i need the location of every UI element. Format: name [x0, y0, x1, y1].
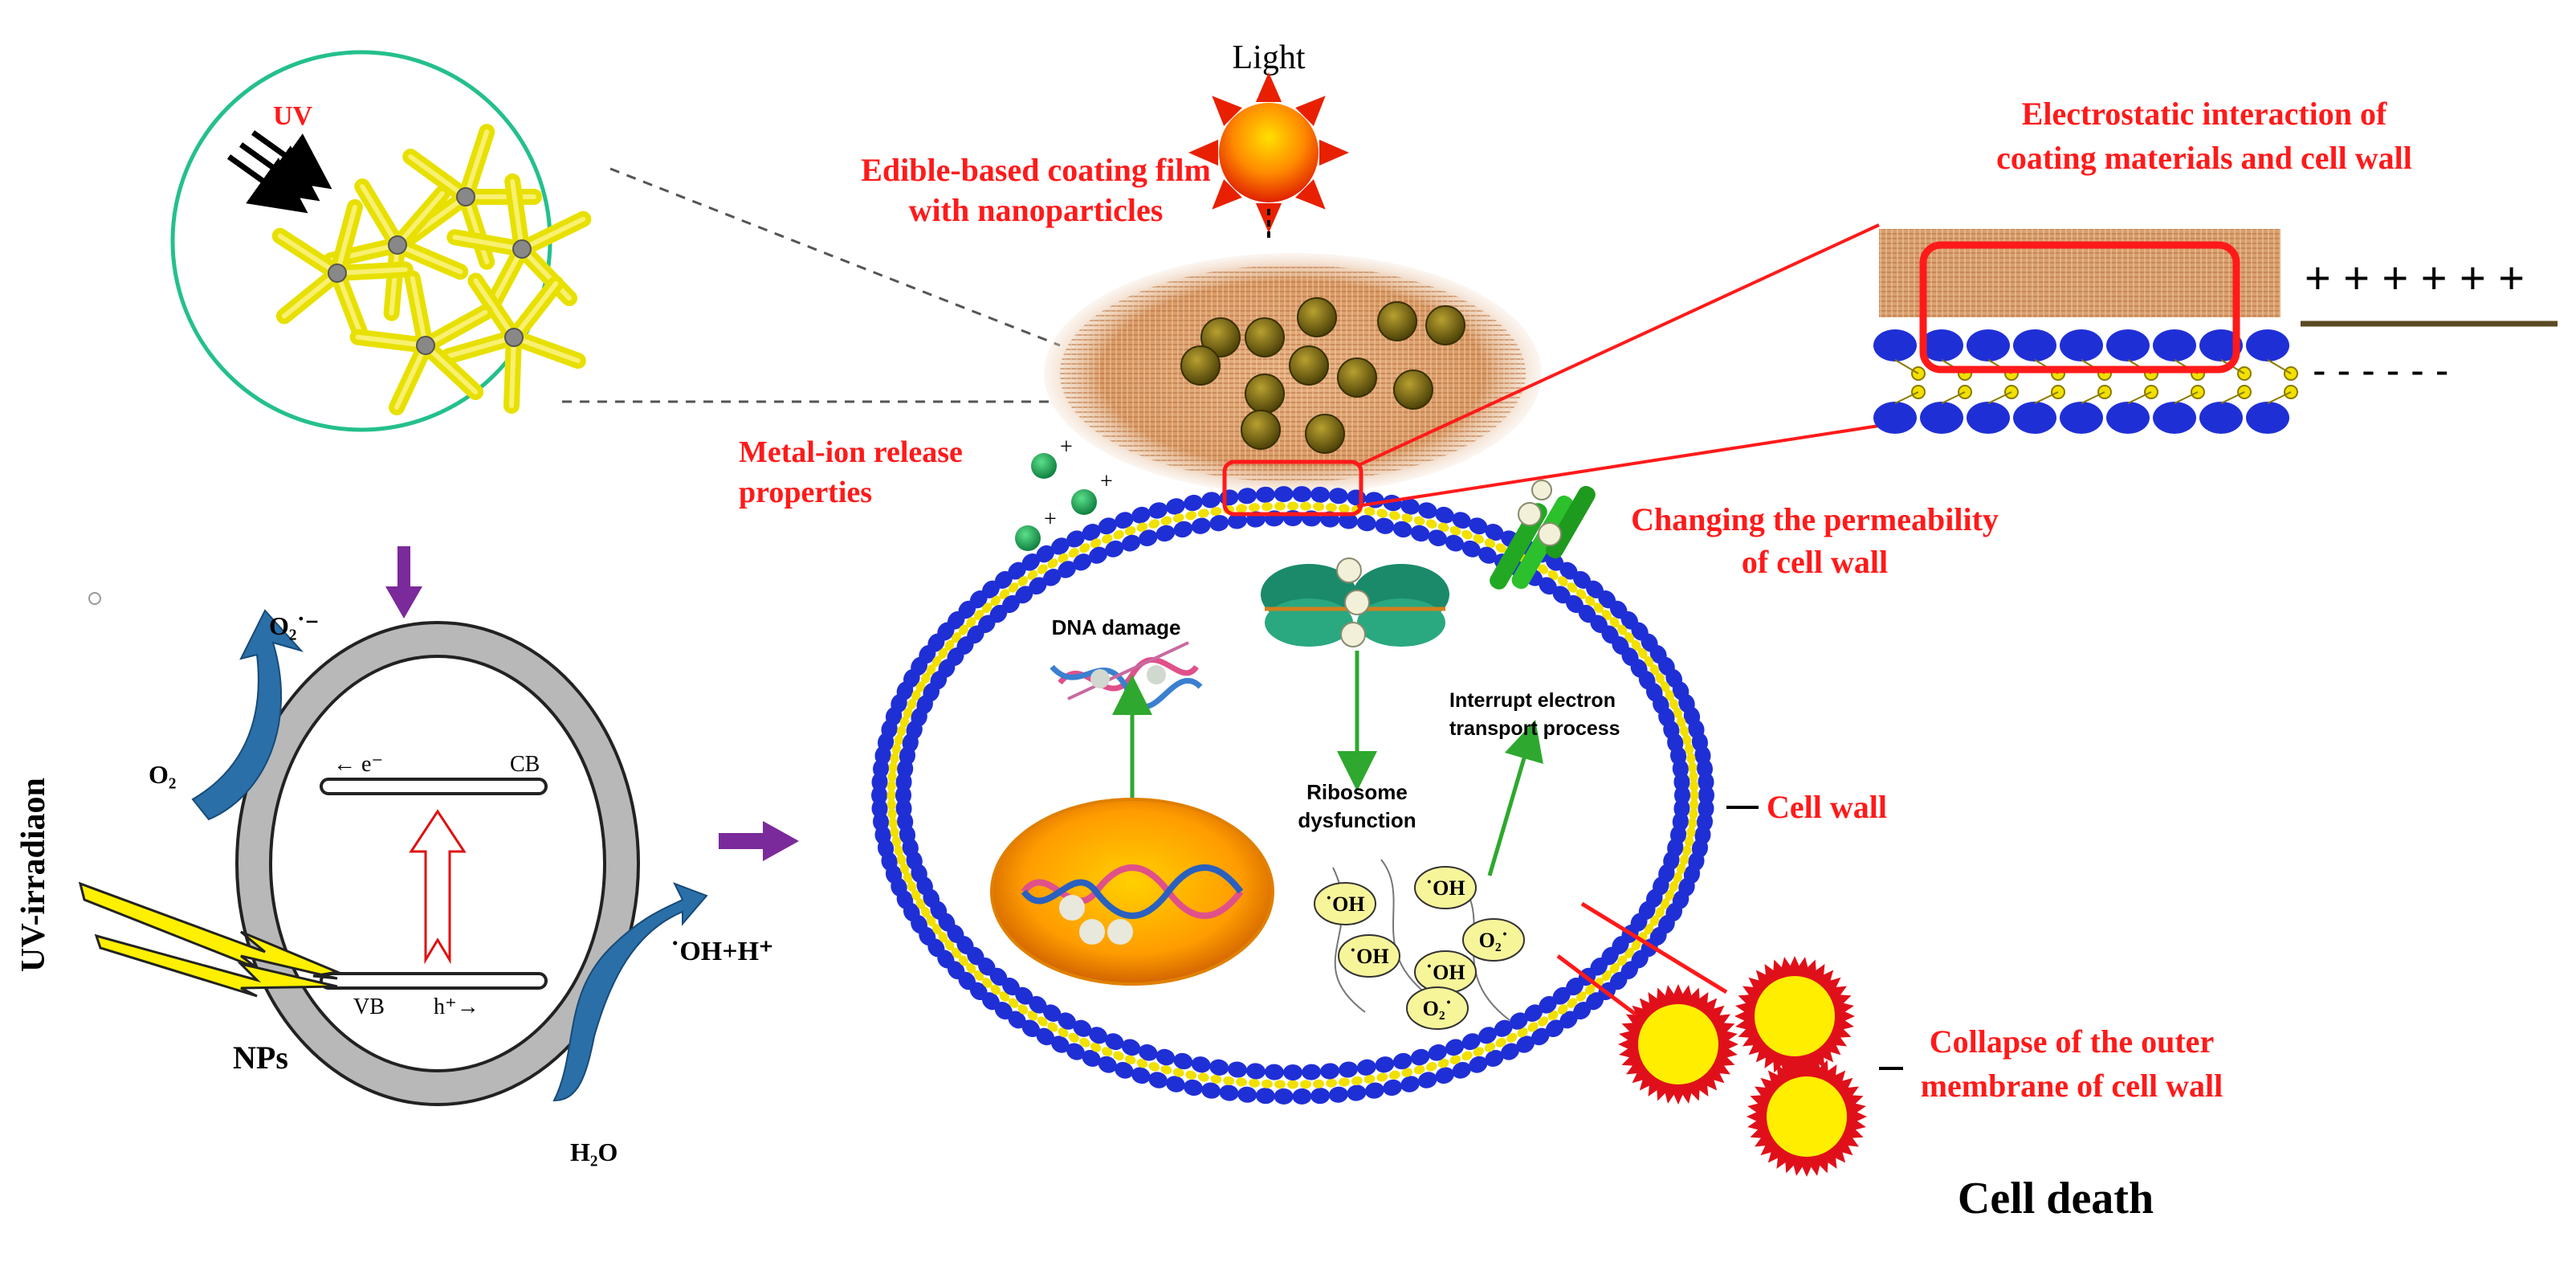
ribosome-icon — [1261, 557, 1449, 647]
cell-membrane — [871, 486, 1714, 1105]
valence-band — [320, 972, 548, 990]
ros-cluster: ˙OH ˙OH ˙OH ˙OH O₂˙ O₂˙ — [1314, 859, 1525, 1030]
uv-arrows-icon — [226, 130, 332, 214]
purple-right-arrow — [719, 821, 799, 861]
purple-down-arrow — [385, 546, 422, 619]
collapsed-cells-icon — [1618, 956, 1867, 1177]
svg-text:O₂˙: O₂˙ — [1479, 929, 1509, 952]
permeability-label-2: of cell wall — [1742, 544, 1888, 580]
interrupt-label-2: transport process — [1449, 717, 1620, 740]
water-label: H₂O — [570, 1137, 618, 1166]
electrostatic-label-1: Electrostatic interaction of — [2022, 96, 2387, 132]
ribosome-label-1: Ribosome — [1306, 780, 1408, 804]
svg-text:˙OH: ˙OH — [1325, 892, 1364, 916]
water-swoosh — [552, 882, 708, 1102]
electrostatic-label-2: coating materials and cell wall — [1996, 140, 2412, 176]
nanorod-cluster — [271, 124, 592, 416]
sun-icon — [1188, 72, 1349, 233]
membrane-channel-icon — [1490, 480, 1596, 590]
interaction-highlight-box — [1919, 241, 2240, 374]
svg-text:+: + — [1060, 435, 1073, 459]
light-label: Light — [1233, 39, 1306, 76]
hydroxyl-label: ˙OH+H⁺ — [670, 937, 773, 966]
edible-coating-label-1: Edible-based coating film — [861, 152, 1211, 188]
oxygen-swoosh — [191, 609, 304, 821]
collapse-label-1: Collapse of the outer — [1930, 1023, 2214, 1060]
svg-text:+: + — [1044, 507, 1057, 532]
uv-lightning-icon — [78, 881, 342, 998]
uv-label: UV — [273, 101, 313, 131]
metal-ion-label-1: Metal-ion release — [739, 435, 963, 469]
permeability-label-1: Changing the permeability — [1631, 501, 1999, 537]
ribosome-label-2: dysfunction — [1298, 808, 1416, 832]
svg-text:˙OH: ˙OH — [1349, 945, 1388, 968]
nanoparticle-zoom-circle — [170, 50, 592, 432]
electron-arrow — [1487, 720, 1543, 876]
damaged-dna-icon — [1050, 641, 1203, 709]
interrupt-label-1: Interrupt electron — [1449, 689, 1616, 712]
zoom-line-bottom — [1356, 424, 1880, 508]
metal-ions-icon: + + + — [1015, 435, 1113, 551]
nps-label: NPs — [233, 1039, 288, 1076]
metal-ion-label-2: properties — [739, 476, 872, 509]
svg-text:+: + — [1100, 469, 1113, 494]
electrostatic-zoom-panel — [1873, 229, 2298, 434]
collapse-line-1 — [1580, 901, 1728, 994]
svg-text:˙OH: ˙OH — [1425, 961, 1465, 984]
conduction-band — [320, 778, 548, 795]
cb-label: CB — [510, 752, 540, 777]
superoxide-label: O₂˙⁻ — [269, 611, 319, 640]
nucleoid-icon — [990, 798, 1274, 986]
collapse-label-2: membrane of cell wall — [1921, 1068, 2223, 1104]
photocatalyst-ring — [235, 621, 640, 1106]
vb-label: VB — [353, 994, 385, 1019]
cell-wall-label: Cell wall — [1767, 789, 1887, 825]
uv-irradiation-label: UV-irradiaon — [15, 778, 52, 972]
electron-label: ← e⁻ — [333, 752, 383, 777]
cell-death-label: Cell death — [1958, 1174, 2154, 1223]
hole-label: h⁺→ — [434, 994, 479, 1019]
svg-text:˙OH: ˙OH — [1425, 876, 1465, 900]
edible-coating-label-2: with nanoparticles — [909, 192, 1164, 228]
dna-damage-label: DNA damage — [1052, 615, 1181, 639]
positive-charges: + + + + + + — [2305, 252, 2525, 303]
bacterial-cell — [871, 486, 1714, 1105]
zoom-line-top — [1356, 223, 1880, 468]
nanoparticle-beads — [1180, 297, 1465, 454]
svg-text:O₂˙: O₂˙ — [1423, 997, 1453, 1020]
small-marker — [88, 592, 101, 605]
negative-charges: - - - - - - — [2313, 348, 2448, 393]
oxygen-label: O₂ — [149, 760, 176, 789]
excitation-arrow — [409, 809, 467, 965]
zoom-highlight-box — [1222, 459, 1363, 517]
edible-coating-film — [1044, 253, 1542, 494]
